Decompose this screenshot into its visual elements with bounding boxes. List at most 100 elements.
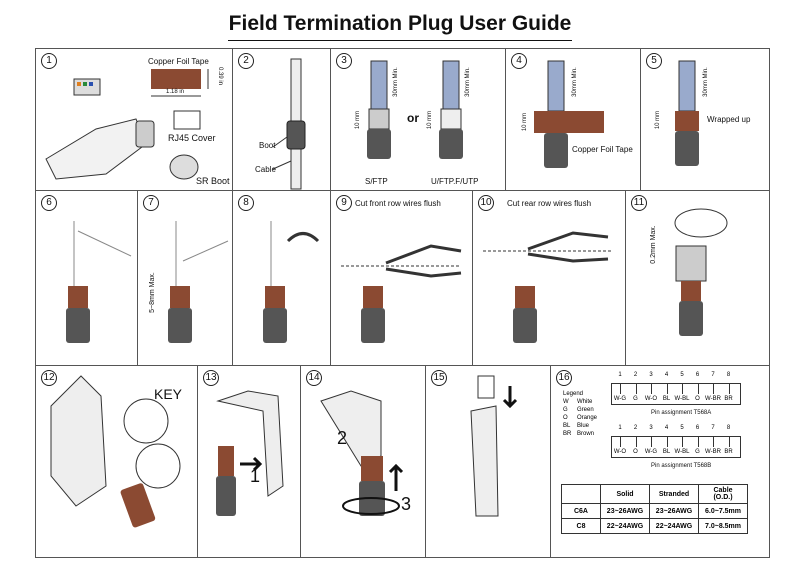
pin-number: 4 [664,372,669,378]
wrapped-up-label: Wrapped up [707,115,751,124]
panel-14: 14 2 3 [300,365,426,558]
pin-number: 5 [680,372,684,378]
attach-cover-illustration [470,375,518,517]
pin-tick [682,384,683,394]
panel-3: 3 30mm Min. 10 mm or 30mm Min. 10 mm S/F… [330,48,506,191]
trim-length-illustration [168,221,229,343]
min-length: 30mm Min. [571,67,578,97]
strip-length-right: 10 mm [427,110,434,130]
max-length: 5~8mm Max. [148,272,156,313]
pin-tick [620,384,621,394]
pin-wire-label: W-BR [705,449,721,455]
t568b-label: Pin assignment T568B [651,463,712,469]
pin-tick [697,437,699,447]
step-number: 4 [511,53,527,69]
min-length: 30mm Min. [702,67,709,97]
panel-12: 12 KEY [35,365,198,558]
t568a-label: Pin assignment T568A [651,410,712,416]
step-number: 16 [556,370,572,386]
pin-wire-label: BR [724,396,733,402]
insert-wires-illustration [66,221,132,343]
pin-number: 6 [695,372,700,378]
close-cap-illustration [263,221,320,343]
pin-number: 2 [633,372,638,378]
pin-wire-label: W-O [613,449,627,455]
key-label: KEY [154,386,183,402]
min-length-right: 30mm Min. [464,67,471,97]
or-label: or [407,111,419,125]
step-number: 6 [41,195,57,211]
max-gap: 0.2mm Max. [649,225,657,264]
uftp-label: U/FTP.F/UTP [431,177,479,186]
instruction-text: Cut rear row wires flush [507,199,592,208]
pin-tick [682,437,683,447]
pin-number: 1 [618,372,622,378]
instruction-text: Cut front row wires flush [355,199,441,208]
boot-label: Boot [259,141,276,150]
boot-on-cable-illustration [272,58,306,190]
pin-number: 2 [633,425,638,431]
pin-tick [713,384,714,394]
panel-5: 5 30mm Min. 10 mm Wrapped up [640,48,770,191]
step-number: 3 [336,53,352,69]
sftp-label: S/FTP [365,177,388,186]
pin-wire-label: W-BL [674,449,690,455]
step-number: 8 [238,195,254,211]
pin-number: 3 [649,425,653,431]
pin-wire-label: G [695,449,700,455]
pin-tick [651,437,652,447]
title-underline [228,40,572,41]
sr-boot-label: SR Boot [196,176,230,186]
step-2: 2 [337,428,348,448]
cable-strip-illustration [367,60,463,159]
step-number: 12 [41,370,57,386]
pin-tick [635,437,637,447]
panel-15: 15 [425,365,551,558]
pin-wire-label: O [695,396,700,402]
copper-foil-tape-label: Copper Foil Tape [572,145,633,154]
rj45-cover-label: RJ45 Cover [168,133,216,143]
pin-tick [651,384,652,394]
pin-number: 6 [695,425,700,431]
step-number: 5 [646,53,662,69]
foil-wrap-illustration [534,60,604,168]
insert-assembly-illustration [216,390,284,516]
foil-width: 1.18 in [166,89,185,95]
pin-number: 5 [680,425,684,431]
pin-wire-label: W-G [613,396,627,402]
pin-wire-label: W-BL [674,396,690,402]
step-number: 2 [238,53,254,69]
key-alignment-illustration [50,375,181,528]
step-number: 9 [336,195,352,211]
strip-length-left: 10 mm [355,110,362,130]
legend-title: Legend [563,391,584,397]
pin-wire-label: BR [724,449,733,455]
lock-and-twist-illustration [320,390,404,516]
pin-number: 7 [711,425,715,431]
pin-number: 7 [711,372,715,378]
strip-length: 10 mm [522,112,529,132]
panel-13: 13 1 [197,365,301,558]
pin-wire-label: O [633,449,638,455]
strip-length: 10 mm [655,110,662,130]
step-1: 1 [250,466,261,486]
flush-check-illustration [674,208,728,336]
pin-tick [713,437,714,447]
plug-parts-illustration [45,69,209,180]
pin-wire-label: W-G [644,449,658,455]
pin-tick [666,384,668,394]
pin-number: 1 [618,425,622,431]
pin-tick [697,384,699,394]
